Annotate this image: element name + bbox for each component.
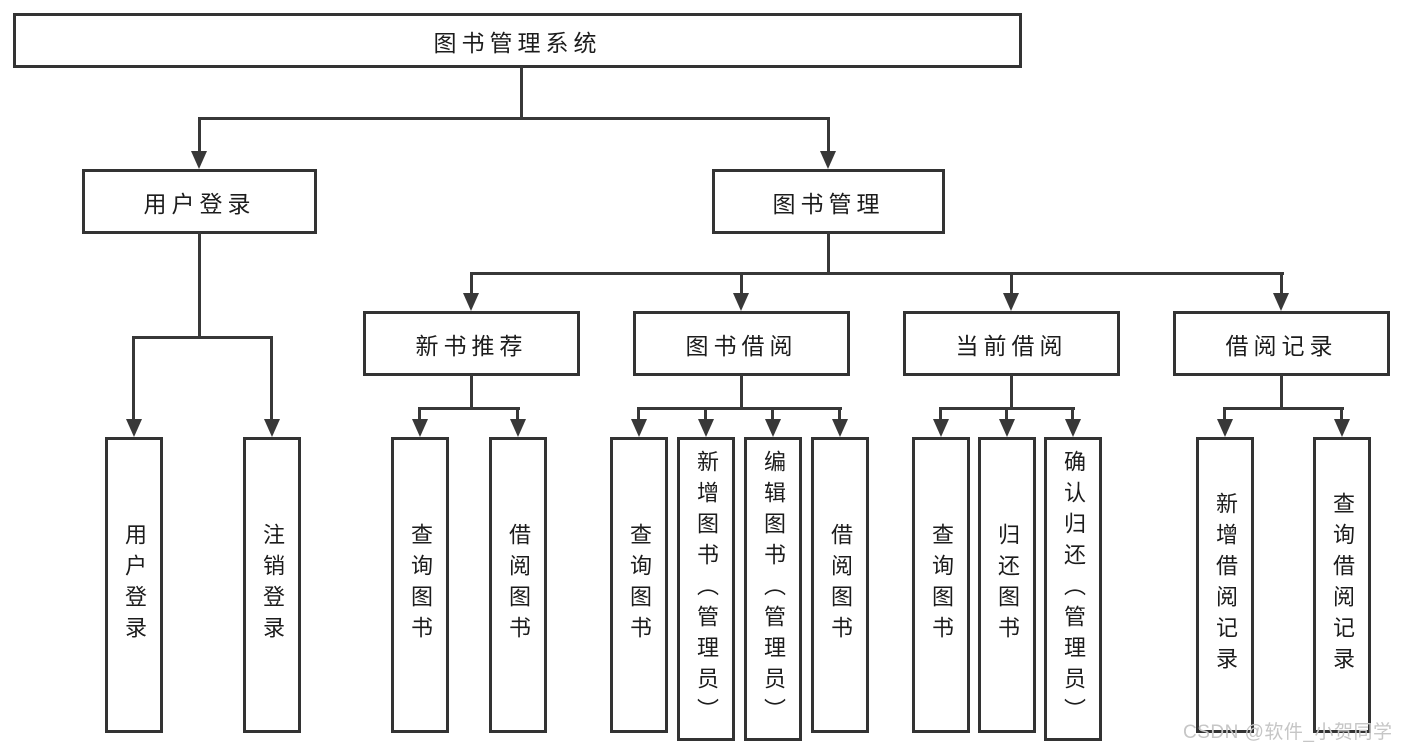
arrowhead-down [510,419,526,437]
connector-user-login-trunk [198,232,201,339]
arrowhead-down [412,419,428,437]
leaf-logout: 注销登录 [243,437,301,733]
connector-level2-bar [198,117,830,120]
connector-stem-leaf-logout [270,336,273,420]
connector-stem-new-book [470,272,473,295]
leaf-return-book: 归还图书 [978,437,1036,733]
connector-stem [838,407,841,421]
leaf-user-login: 用户登录 [105,437,163,733]
arrowhead-leaf-login [126,419,142,437]
leaf-add-borrow-record: 新增借阅记录 [1196,437,1254,733]
connector-stem [1071,407,1074,421]
connector-stem [1340,407,1343,421]
node-book-mgmt: 图书管理 [712,169,945,234]
connector-current-trunk [1010,374,1013,410]
arrowhead-book-mgmt [820,151,836,169]
leaf-borrow-books-2: 借阅图书 [811,437,869,733]
arrowhead-borrow [733,293,749,311]
connector-stem-user-login [198,117,201,153]
connector-stem [637,407,640,421]
node-borrow-records: 借阅记录 [1173,311,1390,376]
leaf-confirm-return-admin: 确认归还（管理员） [1044,437,1102,741]
arrowhead-down [1334,419,1350,437]
connector-stem-records [1280,272,1283,295]
connector-stem [771,407,774,421]
arrowhead-down [933,419,949,437]
connector-borrow-bar [637,407,842,410]
arrowhead-down [1217,419,1233,437]
node-book-borrow: 图书借阅 [633,311,850,376]
leaf-borrow-books-1: 借阅图书 [489,437,547,733]
node-current-borrow: 当前借阅 [903,311,1120,376]
connector-user-login-bar [133,336,273,339]
csdn-watermark: CSDN @软件_小贺同学 [1183,722,1393,743]
arrowhead-down [631,419,647,437]
leaf-query-books-1: 查询图书 [391,437,449,733]
leaf-edit-book-admin: 编辑图书（管理员） [744,437,802,741]
connector-records-trunk [1280,374,1283,410]
arrowhead-down [765,419,781,437]
node-new-book-rec: 新书推荐 [363,311,580,376]
connector-level3-bar [470,272,1284,275]
arrowhead-leaf-logout [264,419,280,437]
connector-stem-book-mgmt [827,117,830,153]
arrowhead-new-book [463,293,479,311]
connector-new-book-trunk [470,374,473,410]
connector-records-bar [1223,407,1344,410]
connector-stem [704,407,707,421]
arrowhead-records [1273,293,1289,311]
node-root: 图书管理系统 [13,13,1022,68]
connector-stem-leaf-login [132,336,135,420]
leaf-add-book-admin: 新增图书（管理员） [677,437,735,741]
arrowhead-down [832,419,848,437]
arrowhead-current [1003,293,1019,311]
connector-stem-borrow [740,272,743,295]
connector-root-trunk [520,66,523,120]
leaf-query-borrow-record: 查询借阅记录 [1313,437,1371,733]
arrowhead-user-login [191,151,207,169]
connector-stem [939,407,942,421]
connector-stem-current [1010,272,1013,295]
connector-stem [418,407,421,421]
node-user-login: 用户登录 [82,169,317,234]
connector-stem [1005,407,1008,421]
connector-new-book-bar [418,407,520,410]
connector-borrow-trunk [740,374,743,410]
connector-stem [1223,407,1226,421]
leaf-query-books-3: 查询图书 [912,437,970,733]
connector-stem [516,407,519,421]
leaf-query-books-2: 查询图书 [610,437,668,733]
arrowhead-down [698,419,714,437]
arrowhead-down [1065,419,1081,437]
arrowhead-down [999,419,1015,437]
connector-book-mgmt-trunk [827,232,830,275]
